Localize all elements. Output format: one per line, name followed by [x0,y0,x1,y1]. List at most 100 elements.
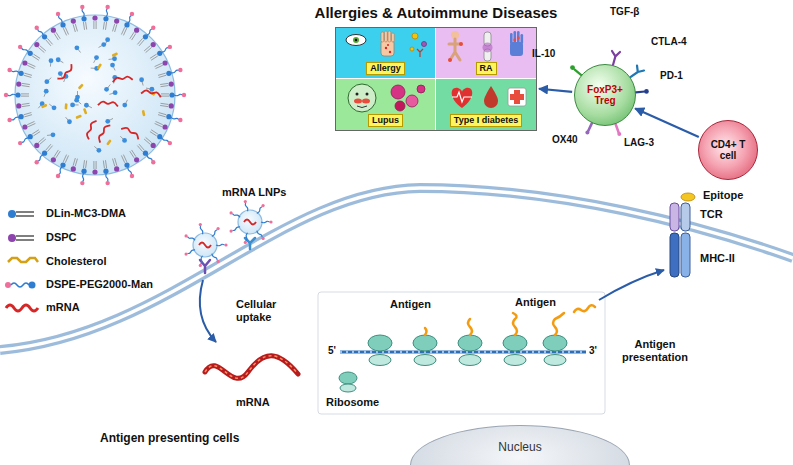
lnp-particle [151,26,155,30]
label-slot: CTLA-4 [651,36,687,48]
connector-arrow [635,108,699,136]
tcr-mhc-complex [670,203,679,231]
treg-receptors [570,65,575,70]
lnp-particle [16,81,21,86]
lnp-particle [244,220,256,225]
lnp-particle [161,48,168,53]
lupus-icons [395,101,405,111]
lnp-particle [70,102,75,107]
lnp-particle [94,21,96,29]
allergy-icons [381,40,394,56]
ra-icons [517,37,520,40]
lnp-particle [157,51,162,56]
lnp-particle [27,63,35,68]
lnp-particle [130,32,136,40]
lnp-particle [184,223,227,267]
translation-area [340,384,356,392]
lnp-particle [216,260,219,263]
lnp-particle [81,169,86,174]
label-text: mRNA LNPs [222,186,286,199]
ra-icons [510,42,523,56]
lnp-particle [134,28,139,33]
ra-icons [521,34,524,44]
lnp-particle [144,46,151,53]
lupus-icons [357,106,367,108]
label-text: CTLA-4 [651,36,687,48]
mrna-strand [205,356,298,379]
lnp-particle [261,204,264,207]
lnp-particle [105,119,110,124]
lnp-particle [224,243,227,246]
lnp-particle [103,169,108,174]
diabetes-icons [508,88,526,106]
translation-area [368,335,392,351]
lnp-particle [101,42,106,47]
mrna-strand [205,356,298,379]
lnp-particle [137,144,144,151]
lnp-particle [124,22,129,27]
presentation-arrow [599,270,664,300]
treg-receptors [617,132,621,136]
node-text: Allergy [366,62,405,75]
lnp-particle [229,211,232,214]
label-slot: mRNA [236,396,270,409]
lnp-particle [184,234,187,237]
treg-receptors [585,131,589,135]
ra-icons [448,31,523,62]
lnp-particle [103,22,106,30]
lnp-particle [78,84,84,90]
lupus-icons [354,99,362,104]
lnp-particle [158,113,166,117]
lnp-particle [56,12,60,16]
group-heading: Allergies & Autoimmune Diseases [276,4,596,21]
lnp-particle [130,150,136,158]
label-text: PD-1 [660,70,683,82]
cell-membrane [0,188,793,350]
disease-panel-art [436,28,536,78]
treg-receptors [636,90,645,93]
lnp-particle [151,143,156,148]
label-text: Antigen presenting cells [100,432,239,446]
lnp-particle [38,155,44,161]
lnp-particle [58,71,63,76]
label-text: OX40 [552,134,578,146]
lnp-particle [114,19,119,24]
lnp-particle [168,141,172,145]
lnp-particle [74,98,79,103]
lnp-particle [238,210,262,234]
ra-icons [448,58,452,62]
lnp-particle [166,71,171,76]
translation-area [504,355,526,366]
lnp-particle [82,8,84,16]
lnp-particle [232,227,240,231]
lnp-particle [22,124,27,129]
label-slot: IL-10 [532,48,555,60]
lnp-particle [122,103,127,108]
lnp-particle [4,93,8,97]
diabetes-icons [452,86,526,108]
lnp-particle [11,70,19,72]
lnp-particle [141,90,161,97]
lnp-particle [171,117,179,119]
lnp-particle [121,155,126,163]
lnp-particle [35,160,39,164]
lnp-particle [150,54,158,60]
lnp-particle [199,223,202,226]
lnp-particle [137,38,144,45]
allergy-icons [410,47,414,51]
lnp-particle [169,92,174,97]
lnp-particle [97,148,102,153]
disease-panel-art [336,28,435,78]
lnp-particle [103,160,106,168]
legend-entry: mRNA [46,301,80,314]
lnp-particle [21,94,29,96]
lnp-particle [32,54,40,60]
legend-entry: Cholesterol [46,255,107,268]
translation-area [574,305,595,312]
lnp-particle [34,42,39,47]
legend-icons [8,234,16,242]
lnp-particle [257,207,262,214]
lnp-particle [92,169,97,174]
allergy-icons [388,31,391,42]
lnp-particle [32,130,40,136]
